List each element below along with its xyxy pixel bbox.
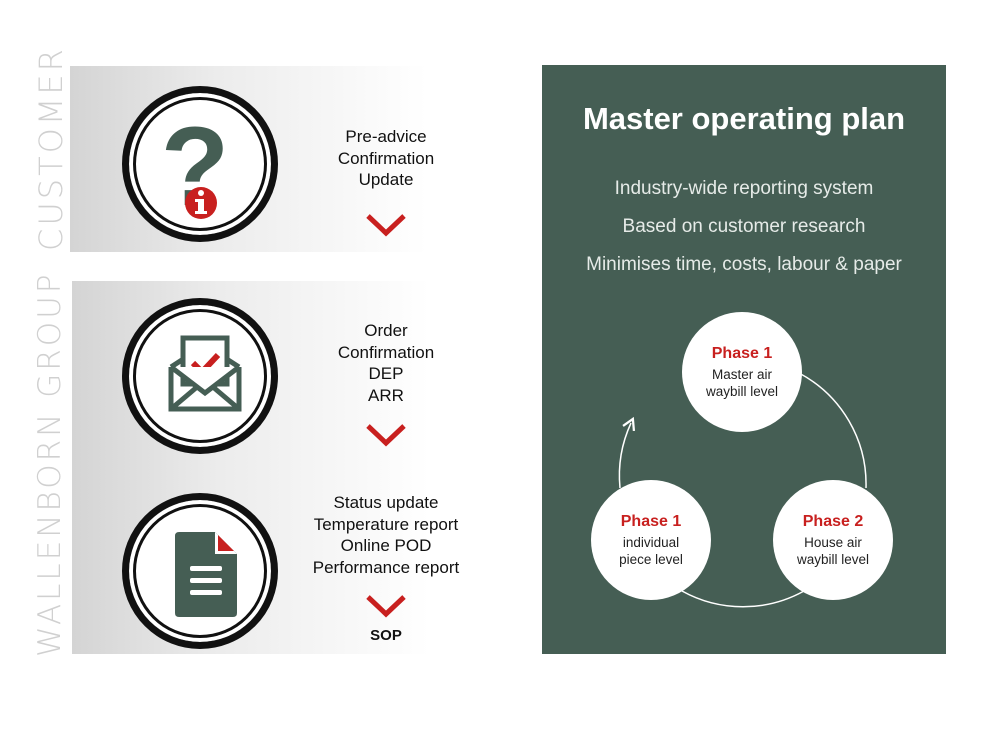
phase-title: Phase 1 (711, 344, 773, 362)
phase-title: Phase 2 (802, 512, 864, 530)
step-2-line: DEP (368, 364, 404, 383)
phase-desc: Master air (711, 366, 772, 382)
step-2-line: Confirmation (337, 342, 435, 362)
step-3-line: Status update (333, 493, 439, 512)
step-1-line: Pre-advice (345, 127, 427, 146)
step-2-icon-circle (122, 298, 278, 454)
customer-side-label: CUSTOMER (32, 46, 70, 251)
step-2-line: Order (364, 321, 408, 340)
panel-title: Master operating plan (582, 101, 906, 136)
step-3-text: Status update Temperature report Online … (276, 492, 496, 578)
phase-desc: waybill level (796, 551, 870, 567)
step-2-text: Order Confirmation DEP ARR (276, 320, 496, 406)
phase-circle-master-air: Phase 1 Master air waybill level (682, 312, 802, 432)
phase-circle-house-air: Phase 2 House air waybill level (773, 480, 893, 600)
phase-desc: waybill level (705, 383, 779, 399)
question-info-icon: ? (161, 104, 229, 229)
phase-desc: piece level (619, 551, 683, 567)
document-icon (175, 532, 237, 617)
master-operating-plan-panel: Master operating plan Industry-wide repo… (542, 65, 946, 654)
panel-bullet: Based on customer research (622, 216, 866, 237)
step-1-line: Update (358, 170, 414, 189)
step-1-icon-circle: ? (122, 86, 278, 242)
step-3-line: Temperature report (313, 514, 459, 534)
phase-desc: individual (622, 534, 680, 550)
step-1-text: Pre-advice Confirmation Update (276, 126, 496, 191)
step-3-icon-circle (122, 493, 278, 649)
step-3-line: Performance report (312, 557, 460, 577)
phase-cycle-connector (618, 372, 867, 608)
phase-circle-piece-level: Phase 1 individual piece level (591, 480, 711, 600)
wallenborn-side-label: WALLENBORN GROUP (32, 271, 68, 657)
step-1-line: Confirmation (337, 148, 435, 168)
chevron-down-icon (366, 424, 406, 447)
step-2-line: ARR (368, 385, 404, 405)
chevron-down-icon (366, 595, 406, 618)
chevron-down-icon (366, 214, 406, 237)
phase-desc: House air (804, 534, 862, 550)
panel-bullet: Minimises time, costs, labour & paper (586, 254, 902, 275)
envelope-check-icon (168, 335, 242, 412)
phase-title: Phase 1 (620, 512, 682, 530)
step-3-line: Online POD (340, 536, 432, 555)
panel-bullet: Industry-wide reporting system (614, 178, 874, 199)
sop-label: SOP (370, 627, 402, 644)
